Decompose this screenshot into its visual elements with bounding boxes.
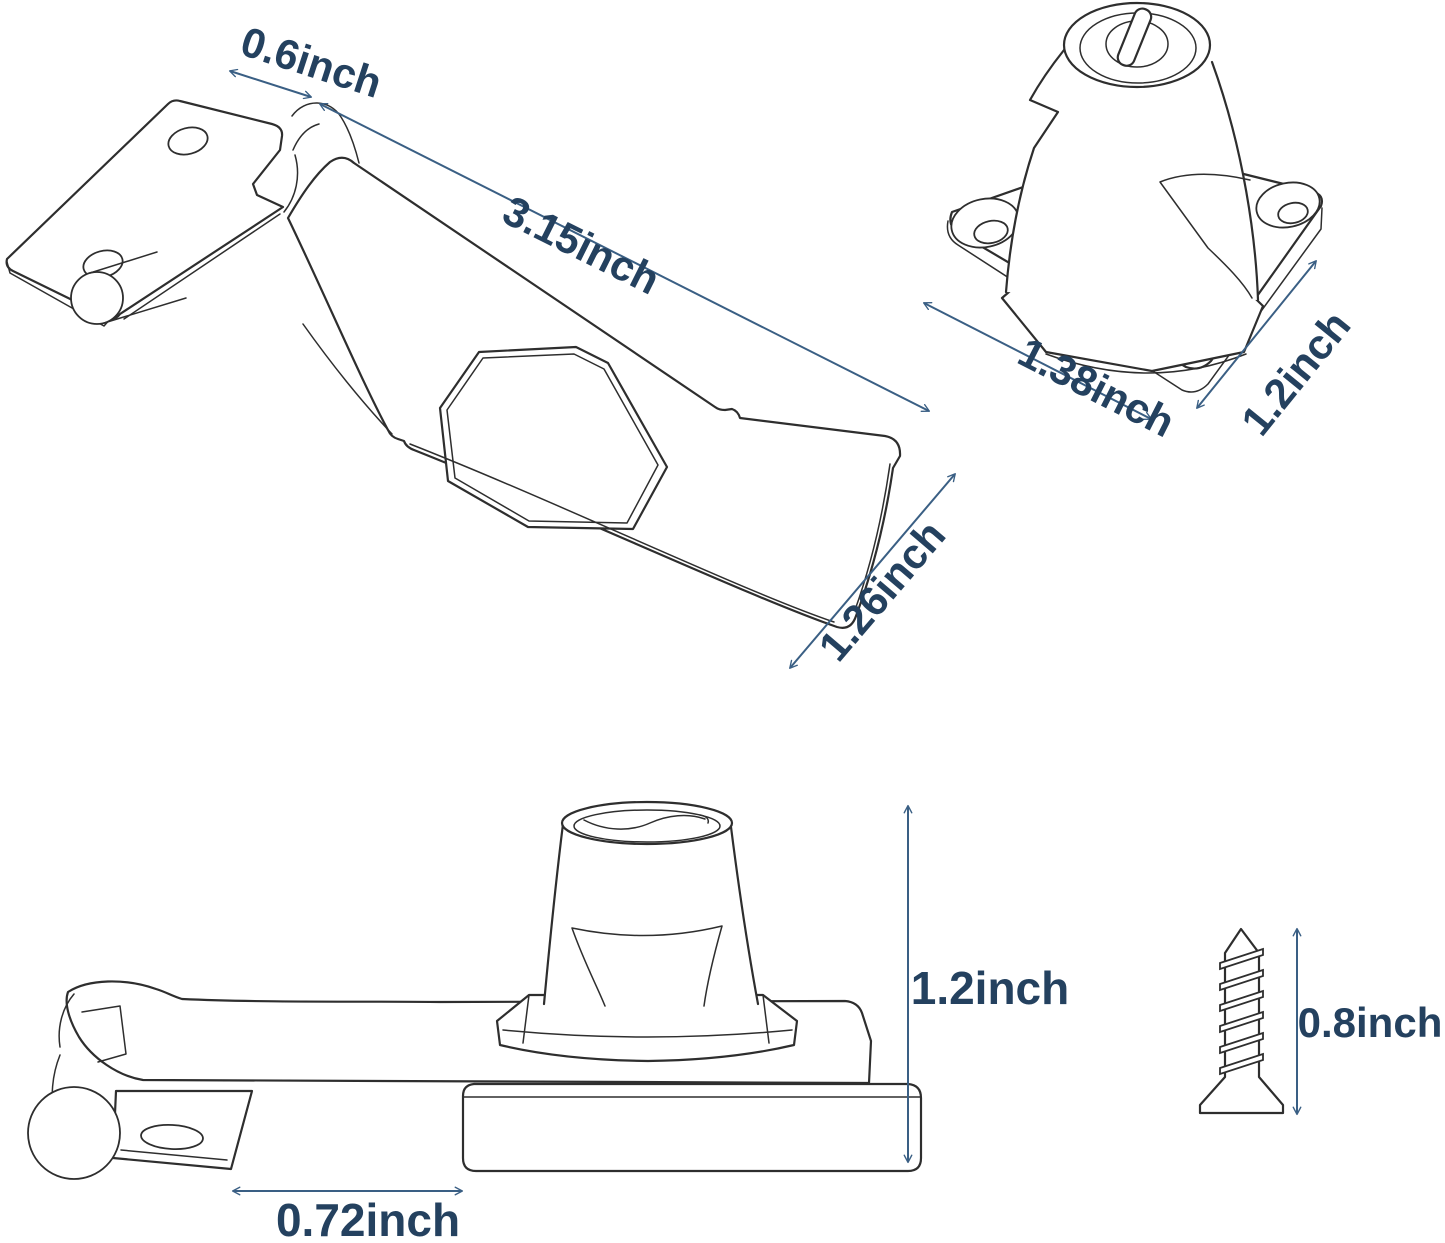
side-staple-plate-inner xyxy=(120,1149,228,1161)
screw-thread xyxy=(1219,1010,1264,1034)
dim-assembly-height: 1.2inch xyxy=(903,804,1070,1164)
lock-knob-top-view xyxy=(946,1,1324,393)
dim-label: 0.6inch xyxy=(235,17,387,106)
side-knob-top-face xyxy=(560,800,734,846)
assembled-side-view xyxy=(27,800,923,1180)
side-plate-hole xyxy=(140,1124,204,1150)
hinge-pin-end xyxy=(70,271,124,325)
dim-base-plate-length: 0.72inch xyxy=(231,1186,464,1243)
side-knob-sides xyxy=(542,822,760,1006)
dim-arrow xyxy=(228,68,313,100)
dim-arrow xyxy=(789,473,956,669)
side-knob-waist xyxy=(571,925,723,1007)
dim-arrow xyxy=(318,103,931,412)
plate-screw-hole xyxy=(167,126,209,156)
dim-hinge-width: 0.6inch xyxy=(228,17,388,107)
hinge-knuckle xyxy=(291,102,360,164)
knob-turn-tab xyxy=(1116,7,1153,67)
dim-label: 0.72inch xyxy=(276,1194,460,1243)
hasp-strap-top-view xyxy=(5,99,902,629)
dim-arrow xyxy=(1196,260,1317,409)
hinge-pin-side xyxy=(89,251,187,324)
side-knob-fill xyxy=(544,824,758,1004)
mounting-screw xyxy=(1198,927,1285,1115)
hasp-mounting-plate xyxy=(5,99,285,320)
screw-thread xyxy=(1219,1052,1264,1076)
hasp-plate-inner-edge xyxy=(123,213,281,320)
screw-thread xyxy=(1219,968,1264,992)
base-screw-hole-inner xyxy=(973,219,1009,245)
screw-thread xyxy=(1219,1031,1264,1055)
side-knob-top-ring xyxy=(573,809,721,843)
dim-label: 0.8inch xyxy=(1298,999,1443,1046)
side-hinge-pin xyxy=(27,1086,121,1180)
screw-thread xyxy=(1219,947,1264,971)
knob-cone-left-edge xyxy=(1004,48,1066,294)
base-screw-hole-inner xyxy=(1277,201,1309,225)
side-knob-slot xyxy=(583,814,710,830)
side-base-plate xyxy=(461,1082,923,1173)
hinge-knuckle-inner xyxy=(283,123,320,213)
side-collar-seam xyxy=(502,994,793,1044)
knob-cone-fill xyxy=(1006,50,1258,300)
side-collar xyxy=(495,993,799,1063)
dim-label: 1.2inch xyxy=(911,962,1070,1014)
screw-thread xyxy=(1219,989,1264,1013)
dim-screw-length: 0.8inch xyxy=(1292,927,1443,1116)
dim-arrow xyxy=(922,302,1153,420)
